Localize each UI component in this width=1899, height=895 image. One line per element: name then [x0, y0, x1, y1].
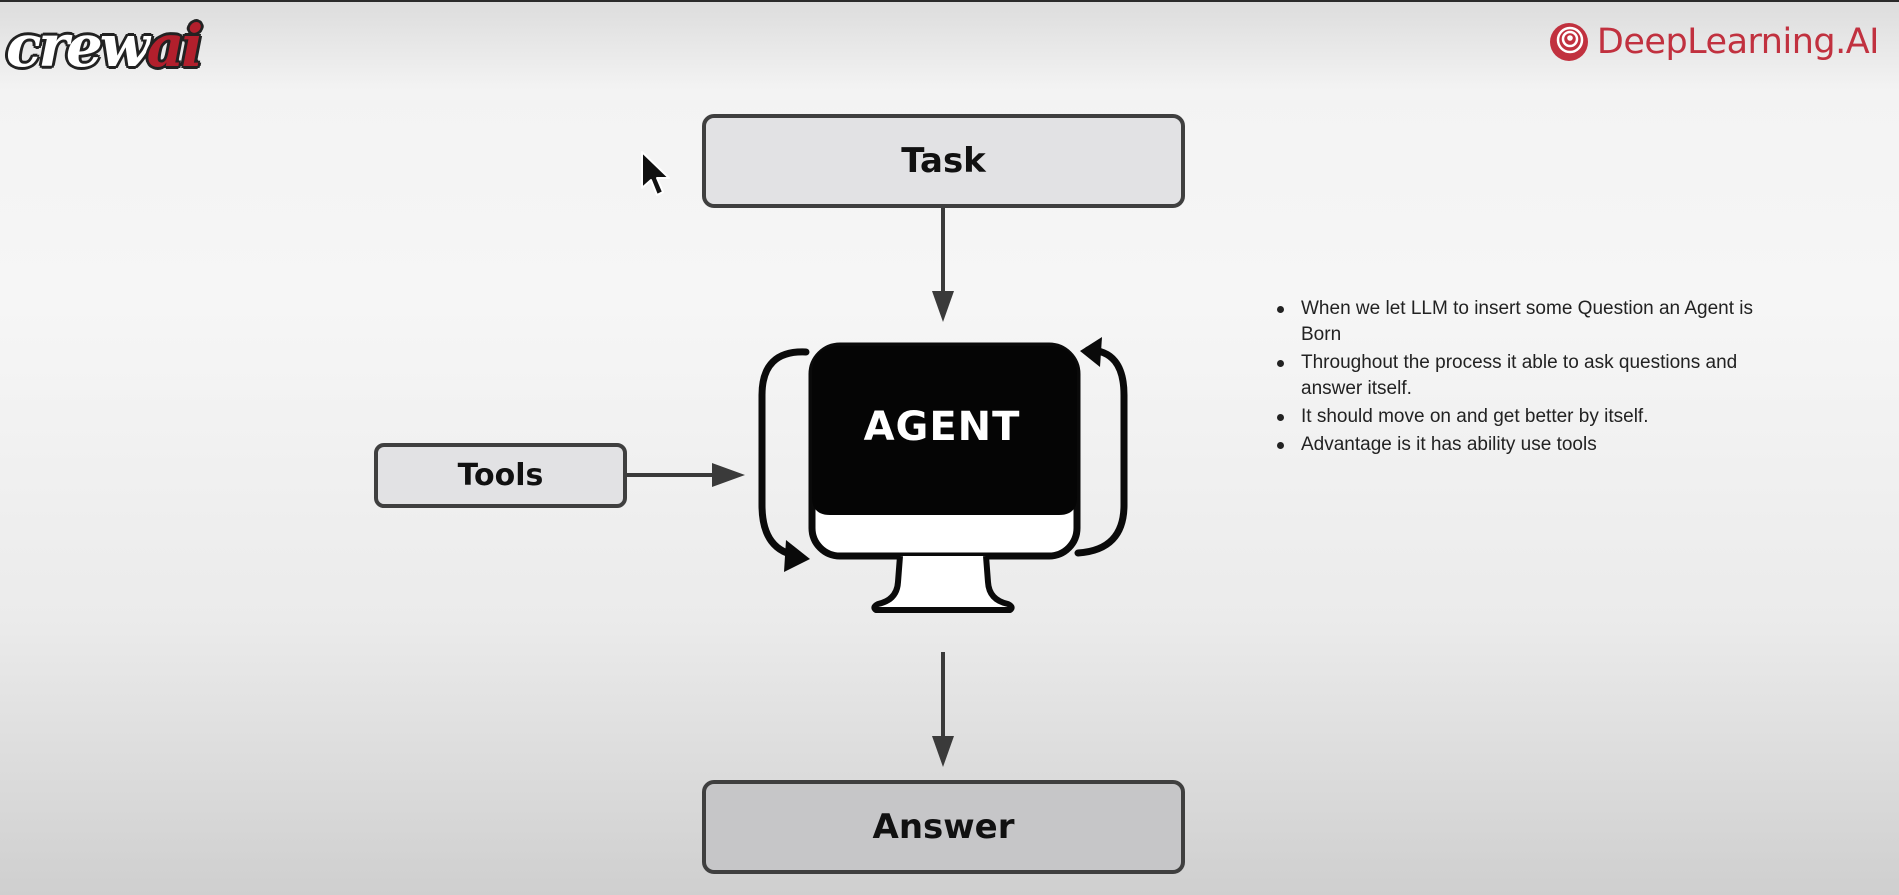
- agent-label: AGENT: [863, 404, 1021, 450]
- tools-box: Tools: [374, 443, 627, 508]
- list-item: When we let LLM to insert some Question …: [1272, 296, 1792, 348]
- notes-list: When we let LLM to insert some Question …: [1272, 296, 1792, 460]
- crewai-logo-accent: ai: [146, 12, 204, 80]
- cycle-arrowhead-top: [1080, 337, 1102, 367]
- task-box: Task: [702, 114, 1185, 208]
- list-item: Advantage is it has ability use tools: [1272, 432, 1792, 458]
- monitor-icon: [808, 342, 1081, 613]
- deeplearning-logo-icon: [1549, 22, 1589, 62]
- answer-box: Answer: [702, 780, 1185, 874]
- deeplearning-logo: DeepLearning.AI: [1549, 18, 1880, 66]
- cycle-arrowhead-bottom: [784, 540, 810, 572]
- crewai-logo-main: crew: [6, 12, 150, 80]
- arrow-tools-to-agent: [627, 463, 745, 487]
- list-item: Throughout the process it able to ask qu…: [1272, 350, 1792, 402]
- list-item: It should move on and get better by itse…: [1272, 404, 1792, 430]
- deeplearning-logo-text: DeepLearning.AI: [1596, 22, 1880, 62]
- crewai-logo: crewai: [6, 8, 203, 84]
- mouse-cursor-icon: [641, 151, 670, 196]
- arrow-task-to-agent: [932, 208, 954, 322]
- cycle-arrows-icon: [758, 346, 1128, 560]
- arrow-agent-to-answer: [932, 652, 954, 767]
- top-border: [0, 0, 1899, 2]
